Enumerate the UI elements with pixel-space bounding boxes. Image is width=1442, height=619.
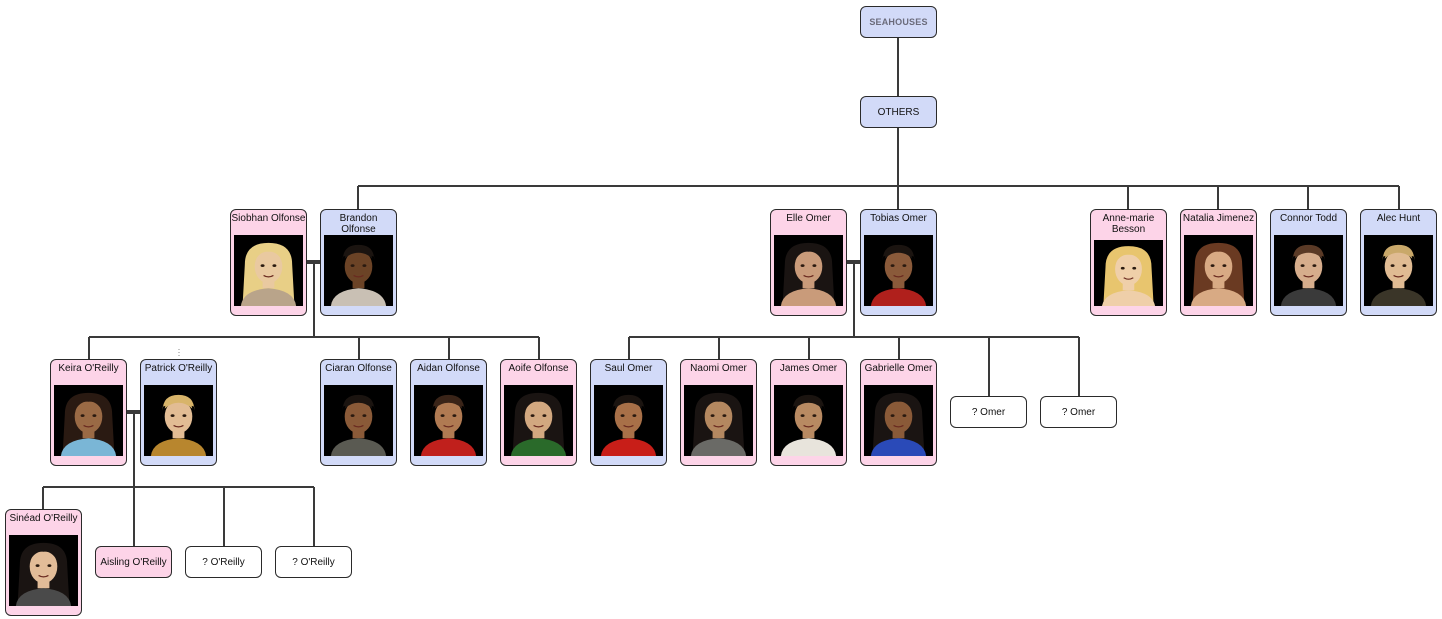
person-name: Anne-marie Besson bbox=[1102, 213, 1155, 235]
node-others[interactable]: OTHERS bbox=[860, 96, 937, 128]
portrait-photo bbox=[774, 235, 843, 306]
person-name: James Omer bbox=[779, 363, 838, 374]
person-name: Sinéad O'Reilly bbox=[9, 513, 78, 524]
person-name: Elle Omer bbox=[786, 213, 831, 224]
person-card-unknown-omer-1[interactable]: ? Omer bbox=[950, 396, 1027, 428]
person-name: Ciaran Olfonse bbox=[325, 363, 392, 374]
portrait-photo bbox=[864, 235, 933, 306]
person-name: Siobhan Olfonse bbox=[231, 213, 306, 224]
person-card-alec[interactable]: Alec Hunt bbox=[1360, 209, 1437, 316]
person-name: Tobias Omer bbox=[870, 213, 927, 224]
person-card-natalia[interactable]: Natalia Jimenez bbox=[1180, 209, 1257, 316]
portrait-photo bbox=[594, 385, 663, 456]
person-name: Connor Todd bbox=[1279, 213, 1338, 224]
portrait-photo bbox=[324, 385, 393, 456]
person-card-sinead[interactable]: Sinéad O'Reilly bbox=[5, 509, 82, 616]
person-card-aidan[interactable]: Aidan Olfonse bbox=[410, 359, 487, 466]
portrait-photo bbox=[144, 385, 213, 456]
portrait-photo bbox=[324, 235, 393, 306]
person-card-brandon[interactable]: Brandon Olfonse bbox=[320, 209, 397, 316]
person-name: Patrick O'Reilly bbox=[144, 363, 213, 374]
person-name: Natalia Jimenez bbox=[1182, 213, 1255, 224]
portrait-photo bbox=[684, 385, 753, 456]
person-card-patrick[interactable]: Patrick O'Reilly bbox=[140, 359, 217, 466]
person-card-siobhan[interactable]: Siobhan Olfonse bbox=[230, 209, 307, 316]
portrait-photo bbox=[1094, 240, 1163, 306]
person-name: Aisling O'Reilly bbox=[100, 556, 167, 568]
person-card-ciaran[interactable]: Ciaran Olfonse bbox=[320, 359, 397, 466]
person-card-saul[interactable]: Saul Omer bbox=[590, 359, 667, 466]
person-name: Gabrielle Omer bbox=[864, 363, 933, 374]
portrait-photo bbox=[414, 385, 483, 456]
portrait-photo bbox=[504, 385, 573, 456]
person-name: Aoife Olfonse bbox=[508, 363, 569, 374]
portrait-photo bbox=[1274, 235, 1343, 306]
node-label: OTHERS bbox=[877, 106, 920, 118]
person-name: ? Omer bbox=[1061, 406, 1096, 418]
node-seahouses[interactable]: SEAHOUSES bbox=[860, 6, 937, 38]
person-name: Naomi Omer bbox=[690, 363, 747, 374]
person-card-james[interactable]: James Omer bbox=[770, 359, 847, 466]
portrait-photo bbox=[54, 385, 123, 456]
person-card-unknown-oreilly-1[interactable]: ? O'Reilly bbox=[185, 546, 262, 578]
person-card-elle[interactable]: Elle Omer bbox=[770, 209, 847, 316]
person-card-anne-marie[interactable]: Anne-marie Besson bbox=[1090, 209, 1167, 316]
person-name: Aidan Olfonse bbox=[417, 363, 480, 374]
person-card-aoife[interactable]: Aoife Olfonse bbox=[500, 359, 577, 466]
person-card-gabrielle[interactable]: Gabrielle Omer bbox=[860, 359, 937, 466]
person-name: Brandon Olfonse bbox=[339, 213, 378, 235]
portrait-photo bbox=[864, 385, 933, 456]
portrait-photo bbox=[9, 535, 78, 606]
person-name: Saul Omer bbox=[604, 363, 653, 374]
person-name: Alec Hunt bbox=[1376, 213, 1421, 224]
person-card-tobias[interactable]: Tobias Omer bbox=[860, 209, 937, 316]
node-label: SEAHOUSES bbox=[869, 17, 928, 27]
portrait-photo bbox=[774, 385, 843, 456]
person-card-unknown-omer-2[interactable]: ? Omer bbox=[1040, 396, 1117, 428]
portrait-photo bbox=[1184, 235, 1253, 306]
person-name: ? Omer bbox=[971, 406, 1006, 418]
person-name: Keira O'Reilly bbox=[58, 363, 119, 374]
person-card-unknown-oreilly-2[interactable]: ? O'Reilly bbox=[275, 546, 352, 578]
person-card-connor[interactable]: Connor Todd bbox=[1270, 209, 1347, 316]
portrait-photo bbox=[234, 235, 303, 306]
person-card-naomi[interactable]: Naomi Omer bbox=[680, 359, 757, 466]
person-name: ? O'Reilly bbox=[292, 556, 335, 568]
portrait-photo bbox=[1364, 235, 1433, 306]
person-name: ? O'Reilly bbox=[202, 556, 245, 568]
person-card-aisling[interactable]: Aisling O'Reilly bbox=[95, 546, 172, 578]
person-card-keira[interactable]: Keira O'Reilly bbox=[50, 359, 127, 466]
